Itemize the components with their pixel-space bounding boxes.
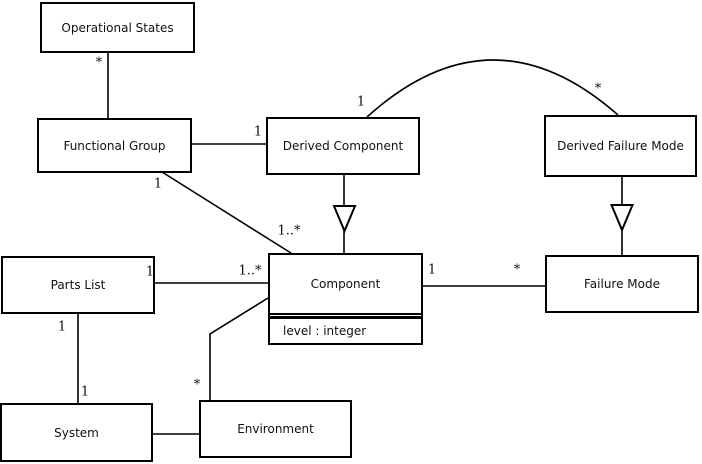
multiplicity-label: 1..* [277, 223, 301, 239]
generalization-triangle-component [332, 205, 357, 234]
class-name: Functional Group [63, 138, 166, 153]
class-name: Operational States [61, 20, 174, 35]
multiplicity-label: 1 [80, 384, 90, 400]
multiplicity-label: * [594, 81, 602, 97]
class-box-derived-component: Derived Component [266, 117, 420, 175]
class-box-environment: Environment [199, 400, 352, 458]
class-name: Derived Component [282, 139, 404, 153]
class-name: Failure Mode [584, 277, 660, 291]
class-box-failure-mode: Failure Mode [545, 255, 699, 313]
class-name-compartment: Component [270, 255, 421, 315]
multiplicity-label: * [95, 55, 103, 71]
multiplicity-label: 1 [145, 264, 155, 280]
class-name: System [54, 425, 99, 440]
class-box-parts-list: Parts List [1, 256, 155, 314]
edge-fg-comp [161, 171, 292, 254]
edge-dc-dfm-arc [366, 59, 619, 118]
class-box-system: System [0, 403, 153, 462]
class-box-derived-failure-mode: Derived Failure Mode [544, 115, 697, 177]
class-name: Environment [237, 422, 314, 436]
class-box-component: Component level : integer [268, 253, 423, 345]
multiplicity-label: * [193, 377, 201, 393]
multiplicity-label: 1..* [238, 263, 262, 279]
multiplicity-label: 1 [153, 176, 163, 192]
class-box-functional-group: Functional Group [37, 118, 192, 173]
generalization-triangle-failure-mode [609, 204, 635, 233]
multiplicity-label: 1 [57, 319, 67, 335]
multiplicity-label: * [513, 262, 521, 278]
class-name: Parts List [50, 278, 106, 292]
class-name: Derived Failure Mode [557, 139, 684, 153]
class-attribute: level : integer [283, 324, 367, 338]
multiplicity-label: 1 [253, 124, 263, 140]
multiplicity-label: 1 [427, 262, 437, 278]
multiplicity-label: 1 [356, 94, 366, 110]
class-name: Component [310, 277, 381, 291]
edge-comp-env [209, 297, 269, 400]
class-attribute-compartment: level : integer [270, 316, 421, 343]
class-box-operational-states: Operational States [40, 2, 195, 53]
